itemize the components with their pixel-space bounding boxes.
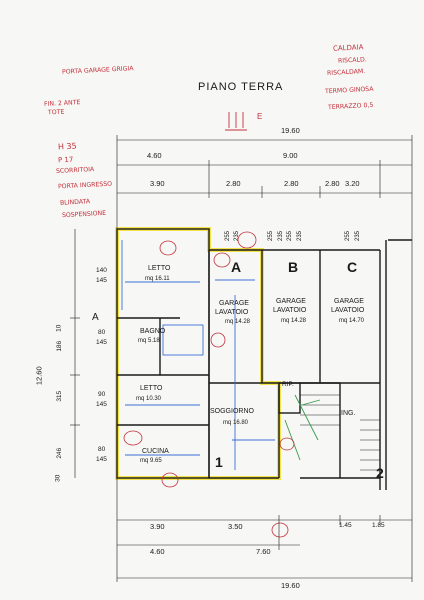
room-letto-2-name: LETTO: [140, 385, 163, 392]
door-height-1: 235: [234, 230, 241, 242]
dim-bottom-row-1: 3.50: [228, 522, 243, 531]
room-letto-1-name: LETTO: [148, 265, 171, 272]
room-cucina-area: mq 9.65: [140, 458, 162, 464]
garage-b-area: mq 14.28: [281, 318, 307, 324]
opening-5: 145: [96, 401, 107, 408]
garage-a-name1: GARAGE: [219, 300, 249, 307]
garage-a-name2: LAVATOIO: [215, 309, 249, 316]
opening-0: 140: [96, 267, 107, 274]
opening-7: 145: [96, 456, 107, 463]
room-bagno-area: mq 5.18: [138, 338, 160, 344]
room-rip-name: RIP.: [282, 381, 294, 388]
opening-4: 90: [98, 391, 106, 398]
door-height-2: 255: [268, 230, 275, 242]
room-cucina-name: CUCINA: [142, 448, 169, 455]
dim-bottom-row-3: 1.85: [372, 522, 385, 529]
garage-b-name1: GARAGE: [276, 298, 306, 305]
garage-b-name2: LAVATOIO: [273, 307, 307, 314]
opening-1: 145: [96, 277, 107, 284]
opening-6: 80: [98, 446, 106, 453]
note-h35: H 35: [57, 141, 77, 152]
room-soggiorno-name: SOGGIORNO: [210, 408, 254, 415]
dim-top-row-3: 2.80: [325, 179, 340, 188]
dim-top-b: 9.00: [283, 151, 298, 160]
dim-left-col-4: 30: [54, 474, 62, 482]
dim-top-row-4: 3.20: [345, 179, 360, 188]
door-height-3: 235: [278, 230, 285, 242]
room-letto-2-area: mq 10.30: [136, 396, 162, 402]
dim-top-a: 4.60: [147, 151, 162, 160]
blue-markings: [121, 240, 275, 470]
door-height-7: 235: [355, 230, 362, 242]
dim-left-col-3: 246: [56, 447, 64, 459]
staircase: [300, 394, 380, 471]
unit-a-mark: A: [92, 312, 99, 323]
door-height-5: 235: [297, 230, 304, 242]
walls: [116, 228, 412, 490]
opening-2: 80: [98, 329, 106, 336]
dim-bottom-overall: 19.60: [281, 581, 300, 590]
dim-left-col-2: 315: [56, 390, 64, 402]
note-tote: TOTE: [47, 108, 65, 117]
dim-bottom-row-0: 3.90: [150, 522, 165, 531]
dim-top-row-1: 2.80: [226, 179, 241, 188]
door-height-6: 255: [345, 230, 352, 242]
dim-bottom-b: 7.60: [256, 547, 271, 556]
room-letto-1-area: mq 16.11: [145, 276, 170, 282]
door-height-0: 255: [225, 230, 232, 242]
garage-c-name1: GARAGE: [334, 298, 364, 305]
dim-bottom-a: 4.60: [150, 547, 165, 556]
dim-top-row-2: 2.80: [284, 179, 299, 188]
opening-3: 145: [96, 339, 107, 346]
room-bagno-name: BAGNO: [140, 328, 166, 335]
door-height-4: 255: [287, 230, 294, 242]
room-soggiorno-area: mq 16.80: [223, 420, 249, 426]
dim-left-col-0: 10: [55, 324, 63, 332]
unit-1-mark: 1: [215, 454, 223, 470]
garage-b-letter: B: [288, 259, 299, 275]
page-title: PIANO TERRA: [198, 81, 284, 93]
garage-a-letter: A: [231, 259, 242, 275]
note-p17: P 17: [57, 155, 74, 165]
dim-top-row-0: 3.90: [150, 179, 165, 188]
entrance-mark: E: [257, 112, 263, 121]
dimension-lines: [70, 135, 413, 582]
room-ing-name: ING.: [341, 410, 356, 417]
entrance-arrows: [225, 112, 247, 131]
red-circles: [123, 231, 295, 538]
garage-a-area: mq 14.28: [225, 319, 251, 325]
garage-c-area: mq 14.70: [339, 318, 365, 324]
unit-2-mark: 2: [376, 465, 384, 481]
dim-left-overall: 12.60: [34, 366, 44, 386]
garage-c-name2: LAVATOIO: [331, 307, 365, 314]
dim-top-overall: 19.60: [281, 126, 300, 135]
dim-left-col-1: 186: [56, 340, 64, 352]
dim-bottom-row-2: 1.45: [339, 522, 352, 529]
garage-c-letter: C: [347, 259, 358, 275]
